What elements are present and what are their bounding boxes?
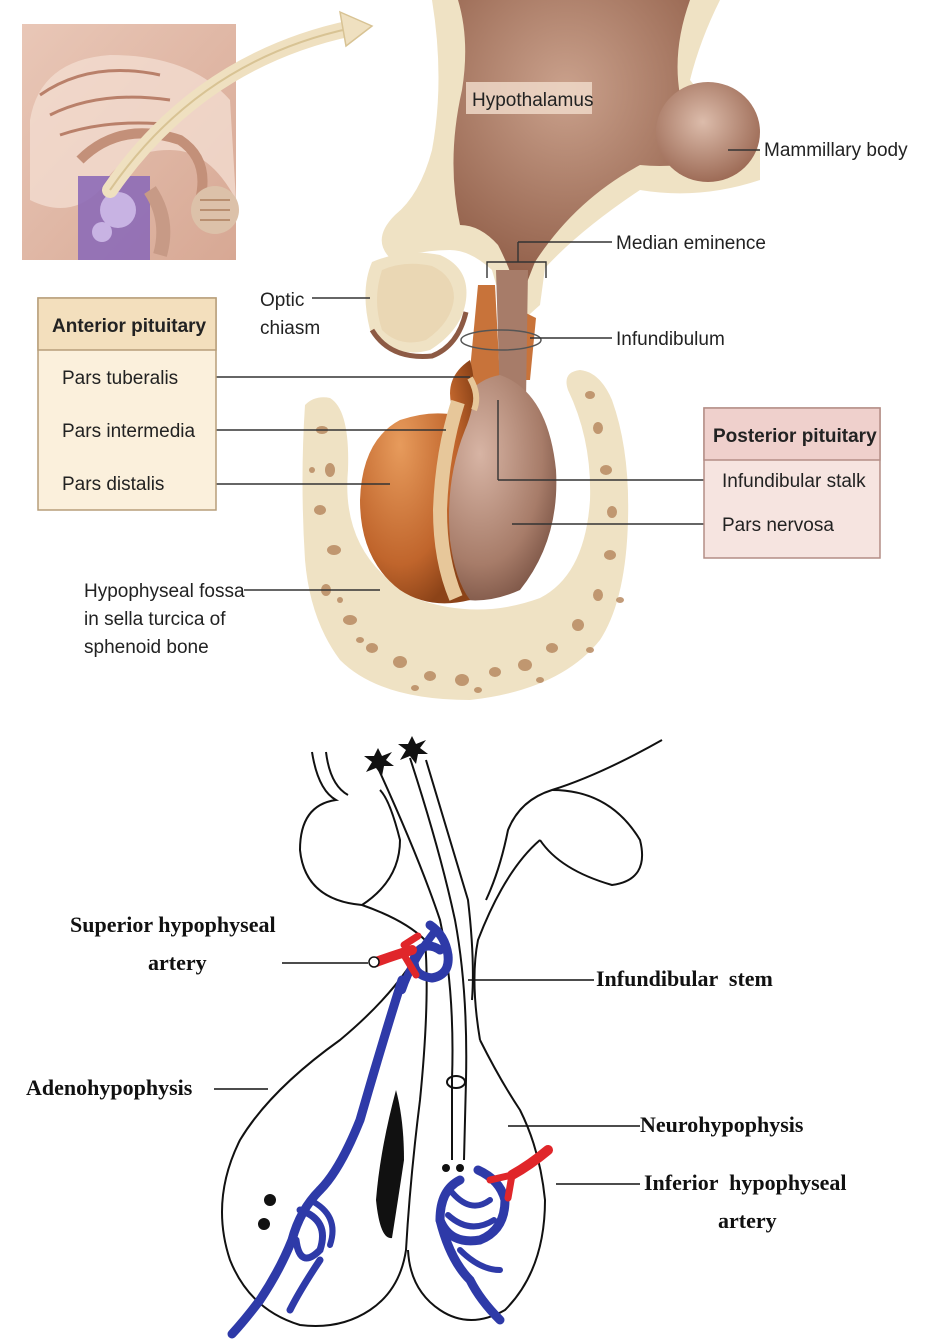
superior-hypophyseal-label-line1: Superior hypophyseal (70, 912, 276, 937)
median-eminence-label: Median eminence (616, 233, 766, 254)
optic-chiasm-label-line1: Optic (260, 290, 304, 311)
pars-tuberalis-label: Pars tuberalis (62, 368, 178, 389)
neuron-cell-bodies (364, 736, 428, 776)
superior-hypophyseal-label-line2: artery (148, 950, 207, 975)
infundibulum-label: Infundibulum (616, 329, 725, 350)
bottom-labels: Superior hypophyseal artery Infundibular… (26, 912, 847, 1233)
superior-artery-opening (369, 957, 379, 967)
neurohypophysis-label: Neurohypophysis (640, 1112, 804, 1137)
mammillary-body-label: Mammillary body (764, 140, 908, 161)
optic-chiasm-label-line2: chiasm (260, 318, 320, 339)
inferior-hypophyseal-label-line2: artery (718, 1208, 777, 1233)
posterior-pituitary-title: Posterior pituitary (713, 426, 877, 447)
pars-nervosa-label: Pars nervosa (722, 515, 834, 536)
fossa-label-line3: sphenoid bone (84, 637, 209, 658)
hypothalamus-label: Hypothalamus (472, 90, 593, 111)
intermediate-cleft (376, 1090, 404, 1238)
fossa-label-line2: in sella turcica of (84, 609, 226, 630)
pars-intermedia-label: Pars intermedia (62, 421, 195, 442)
infundibular-stem-label: Infundibular stem (596, 966, 773, 991)
inferior-hypophyseal-label-line1: Inferior hypophyseal (644, 1170, 847, 1195)
posterior-pituitary-box: Posterior pituitary Infundibular stalk P… (704, 408, 880, 558)
anterior-pituitary-title: Anterior pituitary (52, 316, 207, 337)
infundibular-stalk-label: Infundibular stalk (722, 471, 866, 492)
pars-distalis-label: Pars distalis (62, 474, 164, 495)
fossa-label-line1: Hypophyseal fossa (84, 581, 245, 602)
hypothalamus-tissue (365, 0, 760, 356)
adenohypophysis-label: Adenohypophysis (26, 1075, 193, 1100)
brain-inset (22, 24, 239, 260)
anterior-pituitary-box: Anterior pituitary Pars tuberalis Pars i… (38, 298, 216, 510)
black-dots (258, 1164, 464, 1230)
